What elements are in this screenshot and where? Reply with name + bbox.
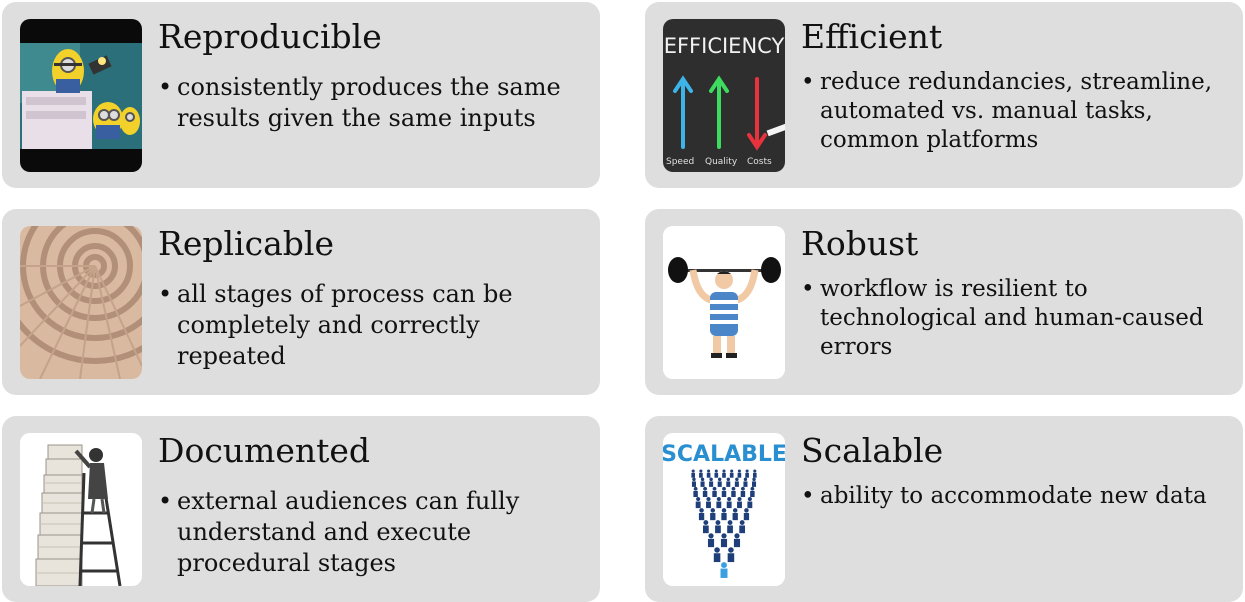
bullet-marker: • xyxy=(158,280,173,308)
card-bullet: • external audiences can fully understan… xyxy=(158,486,578,579)
card-documented: Documented • external audiences can full… xyxy=(2,416,600,602)
costs-label: Costs xyxy=(747,157,772,167)
speed-label: Speed xyxy=(666,157,694,167)
card-scalable: SCALABLE Scalable • ability to accommoda… xyxy=(645,416,1243,602)
card-bullet-text: workflow is resilient to technological a… xyxy=(820,276,1204,360)
strongman-image xyxy=(663,226,785,379)
card-reproducible: Reproducible • consistently produces the… xyxy=(2,2,600,188)
card-bullet: • reduce redundancies, streamline, autom… xyxy=(801,68,1221,155)
card-bullet-text: consistently produces the same results g… xyxy=(177,73,561,132)
card-bullet: • consistently produces the same results… xyxy=(158,72,578,134)
card-replicable: Replicable • all stages of process can b… xyxy=(2,209,600,395)
card-bullet-text: all stages of process can be completely … xyxy=(177,280,513,370)
bullet-marker: • xyxy=(801,69,815,95)
card-title: Replicable xyxy=(158,224,334,263)
card-title: Robust xyxy=(801,224,919,263)
bullet-marker: • xyxy=(801,483,815,509)
ammonite-fossil-image xyxy=(20,226,142,379)
card-bullet: • all stages of process can be completel… xyxy=(158,279,578,372)
efficiency-chalkboard-image: EFFICIENCY Speed Quality Costs xyxy=(663,19,785,172)
card-title: Documented xyxy=(158,431,371,470)
card-bullet-text: ability to accommodate new data xyxy=(820,483,1207,509)
card-title: Scalable xyxy=(801,431,944,470)
card-bullet-text: external audiences can fully understand … xyxy=(177,487,520,577)
card-efficient: EFFICIENCY Speed Quality Costs Efficient… xyxy=(645,2,1243,188)
efficiency-word: EFFICIENCY xyxy=(664,34,785,58)
bullet-marker: • xyxy=(158,73,173,101)
card-title: Efficient xyxy=(801,17,943,56)
scalable-word: SCALABLE xyxy=(663,442,785,467)
paper-stack-ladder-image xyxy=(20,433,142,586)
card-bullet: • workflow is resilient to technological… xyxy=(801,275,1221,362)
bullet-marker: • xyxy=(801,276,815,302)
card-bullet-text: reduce redundancies, streamline, automat… xyxy=(820,69,1213,153)
people-figures-icon xyxy=(691,469,757,578)
quality-label: Quality xyxy=(705,157,738,167)
scalable-people-image: SCALABLE xyxy=(663,433,785,586)
card-title: Reproducible xyxy=(158,17,382,56)
bullet-marker: • xyxy=(158,487,173,515)
card-bullet: • ability to accommodate new data xyxy=(801,482,1221,511)
card-robust: Robust • workflow is resilient to techno… xyxy=(645,209,1243,395)
minions-image xyxy=(20,19,142,172)
